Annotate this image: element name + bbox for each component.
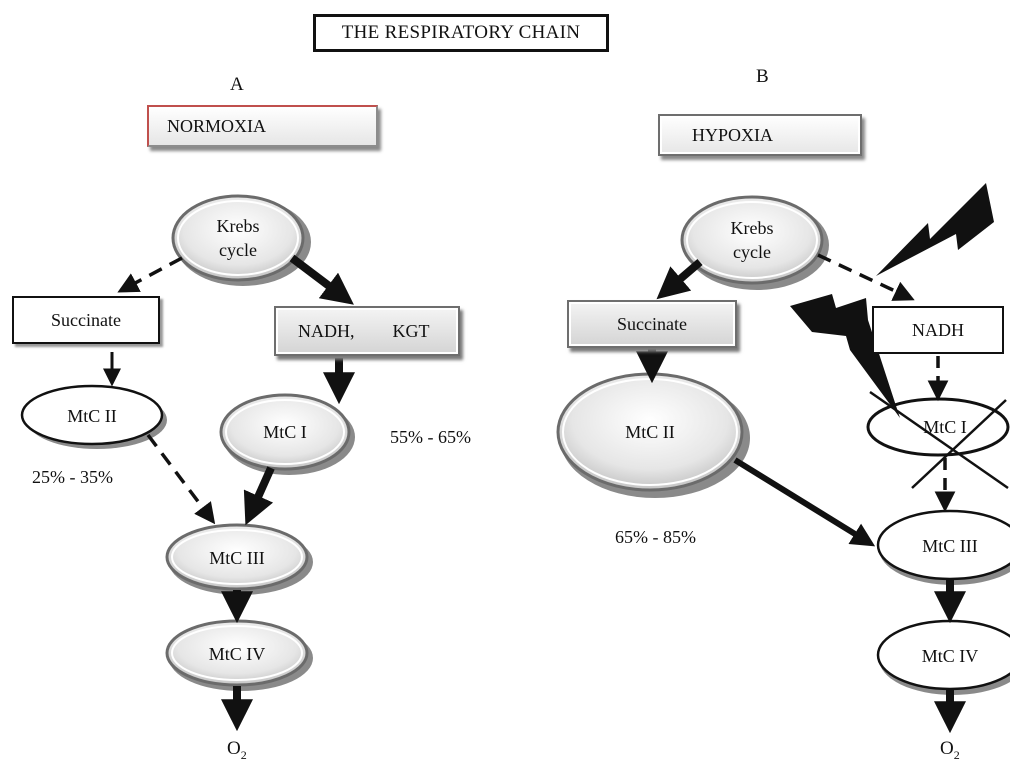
o2-label-a: O2 bbox=[227, 738, 247, 763]
diagram-title: THE RESPIRATORY CHAIN bbox=[313, 14, 609, 52]
panel-a-letter: A bbox=[230, 74, 244, 95]
normoxia-header: NORMOXIA bbox=[147, 105, 378, 147]
panel-a-ellipses bbox=[20, 194, 355, 691]
panel-b-arrows bbox=[636, 253, 966, 734]
mtc4-b-node bbox=[876, 619, 1010, 691]
o2-text-a: O bbox=[227, 738, 241, 759]
complex-ii-percent-a: 25% - 35% bbox=[32, 467, 113, 487]
lightning-bolt-icon bbox=[876, 183, 994, 276]
mtc1-a-node bbox=[219, 393, 351, 471]
krebs-cycle-b-node bbox=[680, 195, 824, 285]
arrow-krebs-to-succinate-b bbox=[656, 258, 703, 300]
mtc3-a-node bbox=[165, 523, 309, 591]
nadh-node-b: NADH bbox=[872, 306, 1004, 354]
arrow-krebs-to-nadh-a bbox=[289, 254, 354, 305]
succinate-node-a: Succinate bbox=[12, 296, 160, 344]
kgt-label-a: KGT bbox=[392, 320, 430, 341]
arrow-mtc2-to-mtc3-b bbox=[733, 457, 876, 547]
arrow-mtc1-to-mtc3-a bbox=[243, 466, 275, 526]
arrow-krebs-to-succinate-a bbox=[117, 256, 183, 293]
panel-b-ellipses bbox=[556, 195, 1010, 695]
nadh-label-a: NADH, bbox=[298, 320, 355, 341]
o2-text-b: O bbox=[940, 738, 954, 759]
panel-b-letter: B bbox=[756, 66, 769, 87]
succinate-node-b: Succinate bbox=[567, 300, 737, 348]
mtc4-a-node bbox=[165, 619, 309, 687]
arrow-krebs-to-nadh-b bbox=[817, 253, 915, 301]
mtc1-b-node bbox=[866, 397, 1010, 457]
panel-a-arrows bbox=[103, 254, 355, 732]
o2-label-b: O2 bbox=[940, 738, 960, 763]
mtc2-b-node bbox=[556, 372, 744, 492]
complex-ii-percent-b: 65% - 85% bbox=[615, 527, 696, 547]
arrow-mtc2-to-mtc3-a bbox=[146, 433, 216, 525]
mtc2-a-node bbox=[20, 384, 164, 446]
complex-i-percent-a: 55% - 65% bbox=[390, 427, 471, 447]
krebs-cycle-a-node bbox=[171, 194, 305, 282]
lightning-bolt-icon bbox=[790, 294, 900, 418]
o2-sub-a: 2 bbox=[240, 747, 247, 762]
hypoxia-header: HYPOXIA bbox=[658, 114, 862, 156]
o2-sub-b: 2 bbox=[953, 747, 960, 762]
nadh-kgt-node-a: NADH, KGT bbox=[274, 306, 460, 356]
mtc3-b-node bbox=[876, 509, 1010, 581]
